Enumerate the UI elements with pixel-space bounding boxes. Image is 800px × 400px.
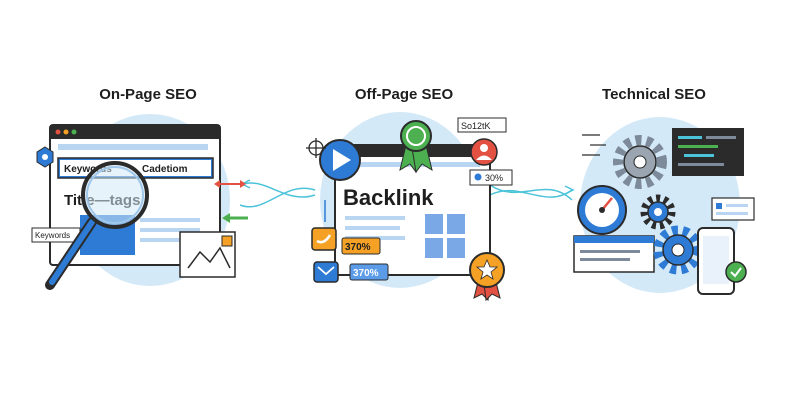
browser-titlebar [50, 125, 220, 139]
code-window-icon [672, 128, 744, 176]
target-icon [306, 138, 326, 158]
content-line [580, 258, 630, 261]
twitter-icon [474, 173, 482, 181]
ribbon-award-icon [399, 120, 433, 174]
grid-block [425, 214, 443, 234]
content-line [716, 212, 748, 215]
stat-label: 370% [345, 242, 371, 253]
content-line [726, 204, 748, 207]
twitter-stat-badge [469, 169, 513, 186]
backlink-label: Backlink [343, 185, 434, 210]
content-line [140, 218, 200, 222]
content-line [580, 250, 640, 253]
play-icon [319, 139, 361, 181]
technical-seo-title: Technical SEO [602, 86, 706, 103]
top-badge-label: So12tK [461, 121, 491, 131]
gear-icon [613, 135, 667, 189]
doc-card-icon [716, 203, 722, 209]
on-page-illustration: Keywords Cadetiom Title—tags Keywords [31, 114, 248, 290]
stat-badge [341, 237, 381, 255]
arrow-icon [214, 180, 248, 223]
grid-block [447, 238, 465, 258]
user-icon [470, 138, 498, 166]
on-page-seo-title: On-Page SEO [99, 86, 197, 103]
image-icon [179, 231, 236, 278]
small-keywords-label: Keywords [35, 231, 70, 240]
address-bar [58, 144, 208, 150]
gauge-icon [577, 185, 627, 235]
technical-illustration [573, 117, 755, 295]
grid-block [425, 238, 443, 258]
content-line [140, 228, 200, 232]
keywords-label: Keywords [64, 164, 112, 175]
hexagon-icon-dot [42, 154, 48, 160]
magnifier-icon [45, 161, 149, 290]
gear-icon [640, 194, 676, 230]
window-dot [71, 129, 77, 135]
check-icon [725, 261, 747, 283]
window-dot [55, 129, 61, 135]
stat-badge [349, 263, 389, 281]
off-page-seo-title: Off-Page SEO [354, 86, 454, 103]
twitter-icon [311, 227, 337, 251]
connector-curves [239, 179, 575, 208]
phone-icon [697, 227, 735, 295]
off-page-illustration: Backlink So12tK [306, 112, 513, 302]
code-panel-header [574, 236, 654, 243]
content-line [345, 226, 400, 230]
content-line [345, 216, 405, 220]
description-label: Cadetiom [142, 164, 188, 175]
star-badge-icon [469, 252, 505, 302]
stat-label: 370% [353, 268, 379, 279]
twitter-stat-label: 30% [485, 173, 503, 183]
arrow-icon [582, 134, 606, 156]
content-line [140, 238, 190, 242]
window-dot [63, 129, 69, 135]
grid-block [447, 214, 465, 234]
mail-icon [313, 261, 339, 283]
top-badge [457, 117, 507, 133]
